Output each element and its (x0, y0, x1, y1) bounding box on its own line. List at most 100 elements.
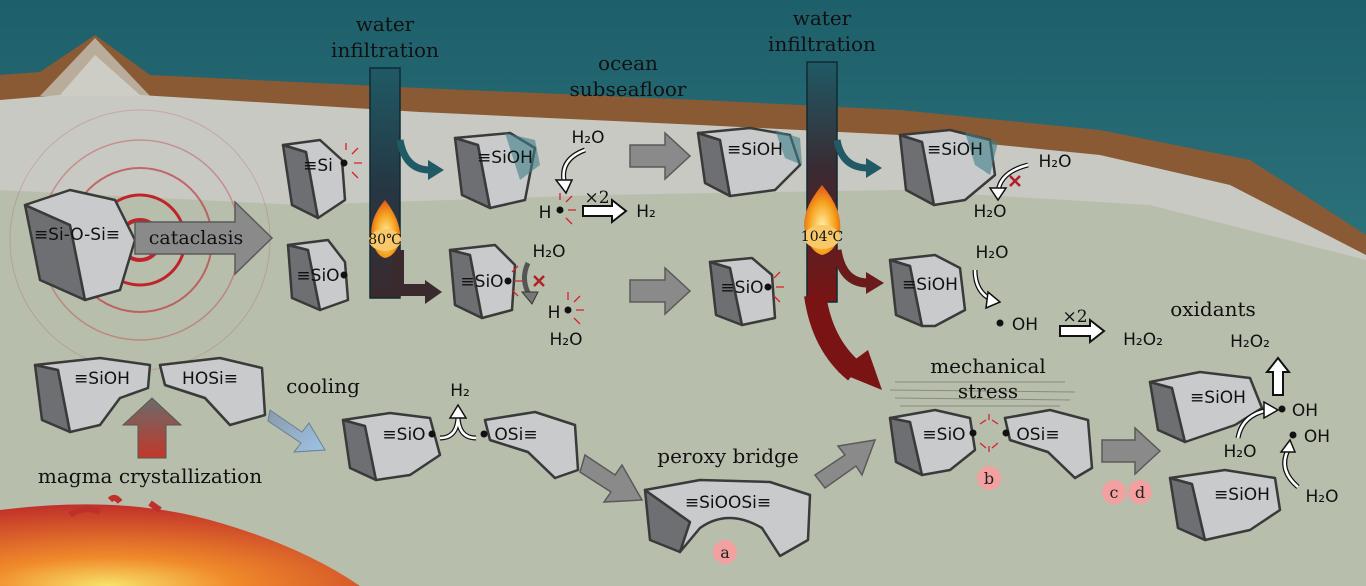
blocked-x-icon (533, 275, 545, 287)
rock-sio-radical (286, 238, 350, 312)
process-arrow (1101, 426, 1162, 476)
badge-b-label: b (984, 469, 994, 488)
radical-dot (428, 430, 436, 438)
species-h2o2: H₂O₂ (1123, 330, 1163, 350)
species-sioh: ≡SiOH (902, 275, 958, 295)
rock-sioh (1148, 370, 1264, 444)
reaction-arrow (1264, 356, 1292, 396)
species-h2o: H₂O (572, 128, 605, 148)
species-si-o-si: ≡Si-O-Si≡ (34, 225, 120, 245)
water-infiltration-label: infiltration (768, 32, 876, 56)
volcano-cone (40, 38, 150, 96)
badge-d-label: d (1135, 483, 1145, 502)
reaction-arrow (582, 197, 628, 225)
multiplier-label: ×2 (584, 188, 609, 208)
cataclasis-arrow (134, 200, 274, 276)
rock-sioh (696, 126, 802, 198)
stress-lines (889, 381, 1076, 407)
radical-spark-icon (979, 414, 999, 452)
radical-dot (969, 429, 977, 437)
magma-crystallization-arrow (121, 397, 183, 459)
rock-sio-radical (888, 408, 977, 477)
water-infiltration-label: water (793, 6, 852, 30)
species-hosi: HOSi≡ (182, 369, 238, 389)
species-osi: OSi≡ (1016, 425, 1059, 445)
radical-dot (1278, 405, 1286, 413)
cooling-label: cooling (286, 374, 360, 398)
species-h2o: H₂O (976, 243, 1009, 263)
process-arrow (629, 131, 692, 181)
badge-d (1128, 480, 1152, 504)
badge-c (1102, 480, 1126, 504)
species-oh-radical: OH (1304, 427, 1330, 447)
ocean-subseafloor-label: subseafloor (570, 77, 687, 101)
process-arrow (629, 266, 692, 316)
peroxy-bridge-label: peroxy bridge (657, 444, 798, 468)
species-h2o: H₂O (1224, 442, 1257, 462)
species-sioh: ≡SiOH (1214, 485, 1270, 505)
rock-si-o-si (23, 188, 137, 302)
rock-sioh (453, 131, 540, 210)
temperature-label: 80℃ (368, 232, 401, 248)
magma-chamber (0, 504, 360, 586)
species-h2o: H₂O (974, 202, 1007, 222)
mechanical-stress-label: mechanical (930, 354, 1046, 378)
rock-osi (1003, 408, 1094, 480)
radical-spark-icon (773, 271, 784, 303)
radical-spark-icon (345, 143, 362, 179)
process-arrow (579, 453, 644, 503)
oxidants-label: oxidants (1170, 297, 1256, 321)
mechanical-stress-label: stress (958, 379, 1018, 403)
species-sio-radical: ≡SiO (720, 278, 763, 298)
process-arrow (813, 439, 877, 490)
cooling-arrow (267, 409, 326, 453)
species-sioosi: ≡SiOOSi≡ (685, 493, 771, 513)
flame-icon (369, 200, 401, 258)
rock-sioh (33, 356, 152, 434)
radical-dot (996, 319, 1004, 327)
reaction-arrow-head (554, 179, 574, 195)
species-sioh: ≡SiOH (1190, 388, 1246, 408)
species-sioh: ≡SiOH (477, 148, 533, 168)
rock-si-radical (281, 138, 347, 220)
species-sio-radical: ≡SiO (922, 425, 965, 445)
temperature-label: 104℃ (801, 229, 843, 245)
water-infiltration-label: water (356, 12, 415, 36)
radical-dot (564, 306, 572, 314)
radical-spark-icon (559, 193, 576, 225)
species-sio-radical: ≡SiO (460, 272, 503, 292)
species-oh-radical: OH (1012, 315, 1038, 335)
badge-a-label: a (720, 543, 730, 562)
radical-spark-icon (567, 292, 584, 325)
rock-sioh (1168, 468, 1282, 542)
blocked-x-icon (1009, 175, 1021, 187)
magma-crystallization-label: magma crystallization (38, 464, 262, 488)
species-h-radical: H (548, 303, 561, 323)
species-oh-radical: OH (1292, 401, 1318, 421)
species-sioh: ≡SiOH (74, 369, 130, 389)
species-h-radical: H (539, 203, 552, 223)
radical-spark-icon (511, 265, 522, 297)
species-sioh: ≡SiOH (927, 140, 983, 160)
ocean-subseafloor-label: ocean (598, 51, 658, 75)
badge-b (977, 466, 1001, 490)
radical-dot (504, 277, 512, 285)
water-pipe-80c (369, 67, 444, 304)
radical-dot (764, 283, 772, 291)
rock-sio-radical (341, 411, 442, 482)
rock-sioh (898, 128, 998, 207)
radical-dot (1289, 431, 1297, 439)
species-h2: H₂ (636, 202, 656, 222)
species-sio-radical: ≡SiO (382, 425, 425, 445)
rock-hosi (158, 356, 267, 427)
magma-splash (68, 494, 162, 518)
water-pipe-104c (804, 61, 884, 390)
badge-c-label: c (1110, 483, 1119, 502)
radical-dot (340, 159, 348, 167)
water-infiltration-label: infiltration (331, 38, 439, 62)
reaction-arrow (1059, 317, 1106, 345)
radical-dot (340, 271, 348, 279)
species-h2o: H₂O (533, 242, 566, 262)
cataclasis-label: cataclasis (149, 227, 244, 249)
